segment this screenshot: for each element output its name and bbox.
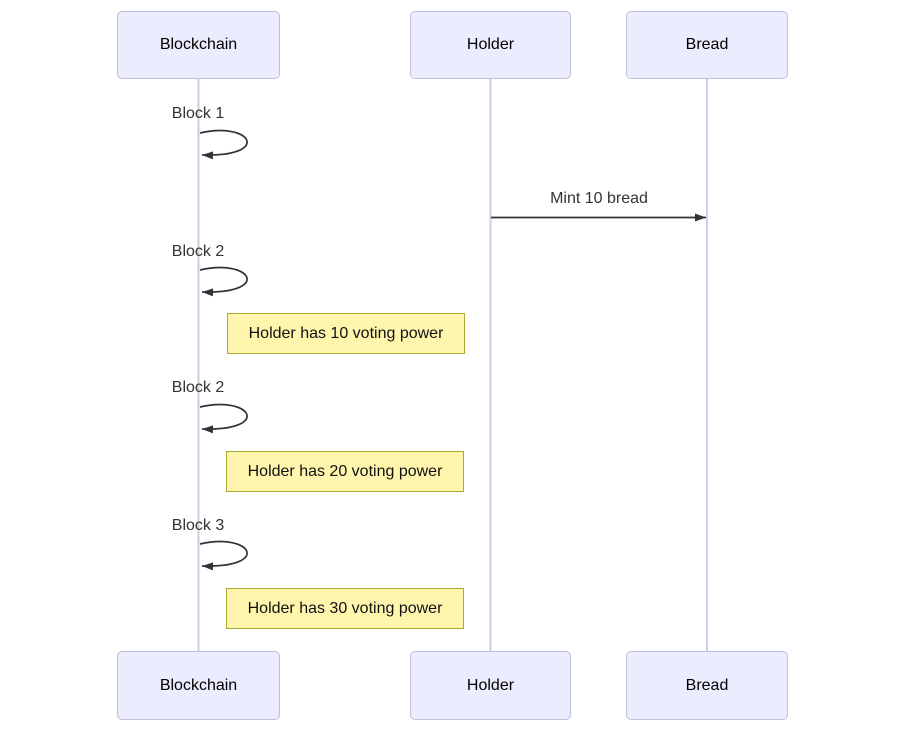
actor-label-bread: Bread: [685, 36, 729, 53]
message-label-block3: Block 3: [171, 517, 225, 534]
actor-box-holder-bottom: Holder: [410, 651, 571, 720]
actor-label-holder: Holder: [466, 36, 515, 53]
note-voting-power-10: Holder has 10 voting power: [227, 313, 465, 354]
actor-label-blockchain: Blockchain: [159, 676, 238, 694]
message-label-mint: Mint 10 bread: [550, 190, 648, 207]
actor-label-holder: Holder: [466, 676, 515, 694]
self-loop-arrow-block2b: [199, 403, 248, 434]
actor-box-bread-bottom: Bread: [626, 651, 788, 720]
actor-box-bread-top: Bread: [626, 11, 788, 79]
actor-box-blockchain-top: Blockchain: [117, 11, 280, 79]
self-loop-arrow-block2a: [199, 266, 248, 297]
message-label-block2a: Block 2: [171, 243, 225, 260]
actor-box-holder-top: Holder: [410, 11, 571, 79]
note-voting-power-30: Holder has 30 voting power: [226, 588, 464, 629]
actor-label-blockchain: Blockchain: [159, 36, 238, 53]
message-label-block1: Block 1: [171, 105, 225, 122]
note-voting-power-20: Holder has 20 voting power: [226, 451, 464, 492]
actor-label-bread: Bread: [685, 676, 729, 694]
self-loop-arrow-block3: [199, 540, 248, 571]
message-label-block2b: Block 2: [171, 379, 225, 396]
actor-box-blockchain-bottom: Blockchain: [117, 651, 280, 720]
self-loop-arrow-block1: [199, 129, 248, 160]
